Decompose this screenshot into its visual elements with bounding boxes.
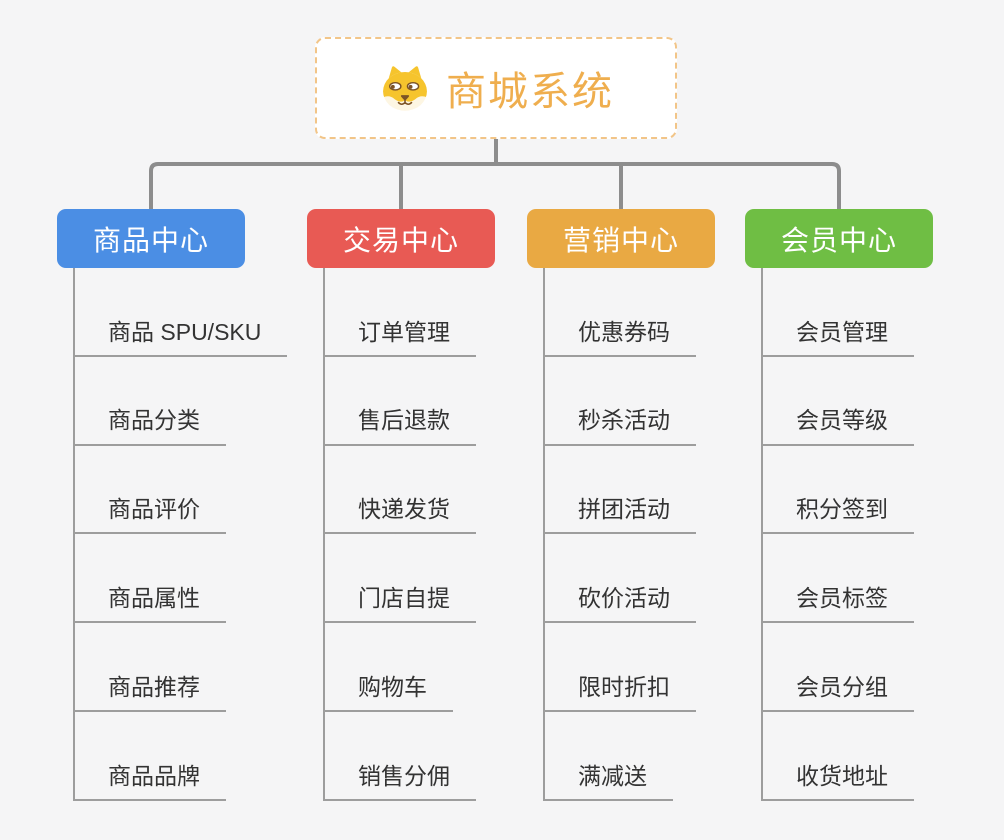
leaf-label: 销售分佣 bbox=[358, 762, 450, 789]
leaf-node[interactable]: 快递发货 bbox=[325, 446, 476, 535]
leaf-node[interactable]: 商品 SPU/SKU bbox=[75, 268, 288, 357]
leaf-node[interactable]: 商品品牌 bbox=[75, 712, 226, 801]
connector-bus bbox=[149, 162, 841, 209]
leaf-node[interactable]: 购物车 bbox=[325, 623, 453, 713]
leaf-node[interactable]: 商品分类 bbox=[75, 357, 226, 446]
leaf-node[interactable]: 会员分组 bbox=[763, 623, 914, 713]
root-node[interactable]: 商城系统 bbox=[315, 37, 677, 139]
leaf-label: 砍价活动 bbox=[578, 585, 670, 612]
leaf-node[interactable]: 拼团活动 bbox=[545, 446, 696, 535]
leaf-node[interactable]: 满减送 bbox=[545, 712, 673, 801]
leaf-label: 会员管理 bbox=[796, 318, 888, 345]
leaf-label: 售后退款 bbox=[358, 407, 450, 434]
branch-header-node[interactable]: 营销中心 bbox=[527, 209, 715, 268]
root-title: 商城系统 bbox=[446, 70, 614, 114]
leaf-label: 拼团活动 bbox=[578, 496, 670, 523]
leaf-label: 秒杀活动 bbox=[578, 407, 670, 434]
branch-label: 会员中心 bbox=[780, 224, 897, 256]
leaf-label: 商品 SPU/SKU bbox=[108, 318, 262, 345]
leaf-label: 商品推荐 bbox=[108, 673, 200, 700]
leaf-label: 积分签到 bbox=[796, 496, 888, 523]
leaf-label: 满减送 bbox=[578, 762, 647, 789]
branch-items: 会员管理 会员等级 积分签到 会员标签 会员分组 收货地址 bbox=[761, 268, 933, 801]
leaf-label: 会员标签 bbox=[796, 585, 888, 612]
leaf-label: 商品属性 bbox=[108, 585, 200, 612]
branch-2: 交易中心 订单管理 售后退款 快递发货 门店自提 购物车 销售分佣 bbox=[307, 209, 495, 801]
leaf-node[interactable]: 会员管理 bbox=[763, 268, 914, 357]
branch-4: 会员中心 会员管理 会员等级 积分签到 会员标签 会员分组 收货地址 bbox=[745, 209, 933, 801]
leaf-label: 收货地址 bbox=[796, 762, 888, 789]
branch-items: 商品 SPU/SKU 商品分类 商品评价 商品属性 商品推荐 商品品牌 bbox=[73, 268, 288, 801]
leaf-label: 会员分组 bbox=[796, 673, 888, 700]
branch-label: 商品中心 bbox=[92, 224, 209, 256]
leaf-node[interactable]: 商品属性 bbox=[75, 534, 226, 624]
leaf-node[interactable]: 商品评价 bbox=[75, 446, 226, 535]
leaf-node[interactable]: 订单管理 bbox=[325, 268, 476, 357]
branch-items: 优惠券码 秒杀活动 拼团活动 砍价活动 限时折扣 满减送 bbox=[543, 268, 715, 801]
branch-1: 商品中心 商品 SPU/SKU 商品分类 商品评价 商品属性 商品推荐 商品品牌 bbox=[57, 209, 288, 801]
leaf-label: 购物车 bbox=[358, 673, 427, 700]
dog-face-icon bbox=[383, 66, 427, 111]
leaf-label: 订单管理 bbox=[358, 318, 450, 345]
leaf-label: 商品分类 bbox=[108, 407, 200, 434]
branch-label: 营销中心 bbox=[562, 224, 679, 256]
leaf-node[interactable]: 会员等级 bbox=[763, 357, 914, 446]
branch-items: 订单管理 售后退款 快递发货 门店自提 购物车 销售分佣 bbox=[323, 268, 495, 801]
leaf-node[interactable]: 商品推荐 bbox=[75, 623, 226, 713]
leaf-node[interactable]: 秒杀活动 bbox=[545, 357, 696, 446]
leaf-label: 商品品牌 bbox=[108, 762, 200, 789]
leaf-label: 会员等级 bbox=[796, 407, 888, 434]
branch-3: 营销中心 优惠券码 秒杀活动 拼团活动 砍价活动 限时折扣 满减送 bbox=[527, 209, 715, 801]
leaf-node[interactable]: 销售分佣 bbox=[325, 712, 476, 801]
leaf-label: 商品评价 bbox=[108, 496, 200, 523]
leaf-label: 快递发货 bbox=[358, 496, 450, 523]
leaf-node[interactable]: 门店自提 bbox=[325, 534, 476, 624]
leaf-node[interactable]: 限时折扣 bbox=[545, 623, 696, 713]
leaf-node[interactable]: 优惠券码 bbox=[545, 268, 696, 357]
branch-header-node[interactable]: 交易中心 bbox=[307, 209, 495, 268]
leaf-label: 门店自提 bbox=[358, 585, 450, 612]
leaf-node[interactable]: 会员标签 bbox=[763, 534, 914, 624]
leaf-node[interactable]: 积分签到 bbox=[763, 446, 914, 535]
branch-label: 交易中心 bbox=[342, 224, 459, 256]
branch-header-node[interactable]: 会员中心 bbox=[745, 209, 933, 268]
leaf-node[interactable]: 砍价活动 bbox=[545, 534, 696, 624]
branch-header-node[interactable]: 商品中心 bbox=[57, 209, 245, 268]
leaf-node[interactable]: 收货地址 bbox=[763, 712, 914, 801]
leaf-label: 限时折扣 bbox=[578, 673, 670, 700]
leaf-label: 优惠券码 bbox=[578, 318, 670, 345]
leaf-node[interactable]: 售后退款 bbox=[325, 357, 476, 446]
